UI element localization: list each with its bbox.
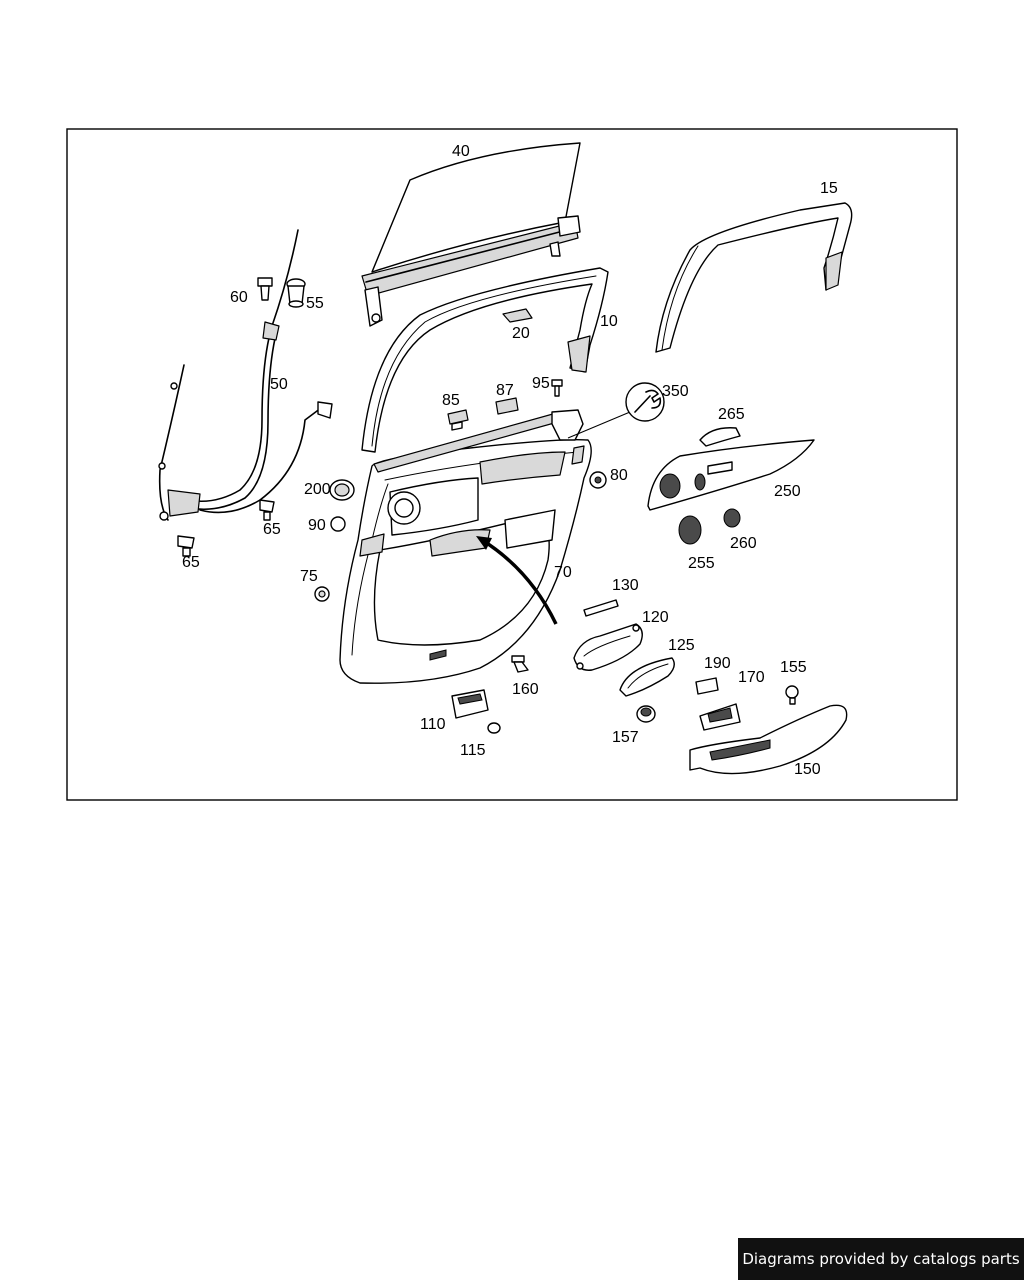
- window-glass-part-40[interactable]: [361, 142, 581, 327]
- switch-unit-part-110[interactable]: [451, 689, 489, 719]
- screw-part-95[interactable]: [551, 379, 563, 397]
- clip-part-85[interactable]: [447, 409, 469, 431]
- speaker-grille-part-260[interactable]: [723, 508, 741, 528]
- label-350: 350: [662, 383, 689, 400]
- speaker-grille-part-255[interactable]: [678, 515, 702, 545]
- wrench-icon-part-350[interactable]: [625, 382, 665, 422]
- window-regulator-part-50[interactable]: [158, 229, 333, 521]
- switch-part-190[interactable]: [695, 677, 719, 695]
- label-50: 50: [270, 376, 288, 393]
- label-90: 90: [308, 517, 326, 534]
- label-265: 265: [718, 406, 745, 423]
- bolt-part-60[interactable]: [257, 277, 273, 301]
- armrest-part-150[interactable]: [689, 704, 848, 775]
- door-trim-panel-part-70[interactable]: [339, 438, 592, 684]
- switch-panel-part-170[interactable]: [699, 703, 741, 731]
- bezel-ring-part-125[interactable]: [619, 657, 675, 697]
- knob-part-157[interactable]: [636, 705, 656, 723]
- label-95: 95: [532, 375, 550, 392]
- label-80: 80: [610, 467, 628, 484]
- label-60: 60: [230, 289, 248, 306]
- label-155: 155: [780, 659, 807, 676]
- label-250: 250: [774, 483, 801, 500]
- label-125: 125: [668, 637, 695, 654]
- frame-trim-part-15[interactable]: [655, 202, 853, 353]
- assembly-arrow: [476, 536, 558, 625]
- label-40: 40: [452, 143, 470, 160]
- beltline-strip[interactable]: [373, 409, 584, 473]
- handle-bezel-part-120[interactable]: [573, 623, 643, 671]
- bulb-part-115[interactable]: [487, 722, 501, 734]
- clip-part-20[interactable]: [502, 308, 533, 323]
- label-85: 85: [442, 392, 460, 409]
- label-260: 260: [730, 535, 757, 552]
- label-10: 10: [600, 313, 618, 330]
- label-190: 190: [704, 655, 731, 672]
- label-160: 160: [512, 681, 539, 698]
- label-20: 20: [512, 325, 530, 342]
- clip-part-80[interactable]: [589, 471, 607, 489]
- plug-part-90[interactable]: [330, 516, 346, 532]
- label-115: 115: [460, 742, 486, 759]
- leader-line-350: [567, 411, 631, 439]
- label-75: 75: [300, 568, 318, 585]
- label-110: 110: [420, 716, 446, 733]
- handle-insert-part-265[interactable]: [699, 427, 741, 447]
- screw-part-155[interactable]: [785, 685, 799, 705]
- label-65-upper: 65: [263, 521, 281, 538]
- clip-part-87[interactable]: [495, 397, 519, 415]
- cap-part-200[interactable]: [329, 479, 355, 501]
- clip-part-75[interactable]: [314, 586, 330, 602]
- label-157: 157: [612, 729, 639, 746]
- label-130: 130: [612, 577, 639, 594]
- grommet-part-55[interactable]: [286, 278, 306, 308]
- label-200: 200: [304, 481, 331, 498]
- label-255: 255: [688, 555, 715, 572]
- label-55: 55: [306, 295, 324, 312]
- bolt-part-65-upper[interactable]: [259, 499, 275, 521]
- speaker-panel-part-250[interactable]: [647, 439, 815, 511]
- trim-strip-part-130[interactable]: [583, 599, 619, 617]
- diagram-frame: [66, 128, 958, 801]
- door-seal-part-10[interactable]: [361, 267, 609, 453]
- label-70: 70: [554, 564, 572, 581]
- bolt-part-65-lower[interactable]: [177, 535, 195, 557]
- pin-part-160[interactable]: [511, 655, 529, 673]
- label-170: 170: [738, 669, 765, 686]
- label-15: 15: [820, 180, 838, 197]
- credit-badge: Diagrams provided by catalogs parts: [738, 1238, 1024, 1280]
- label-120: 120: [642, 609, 669, 626]
- label-150: 150: [794, 761, 821, 778]
- label-87: 87: [496, 382, 514, 399]
- label-65-lower: 65: [182, 554, 200, 571]
